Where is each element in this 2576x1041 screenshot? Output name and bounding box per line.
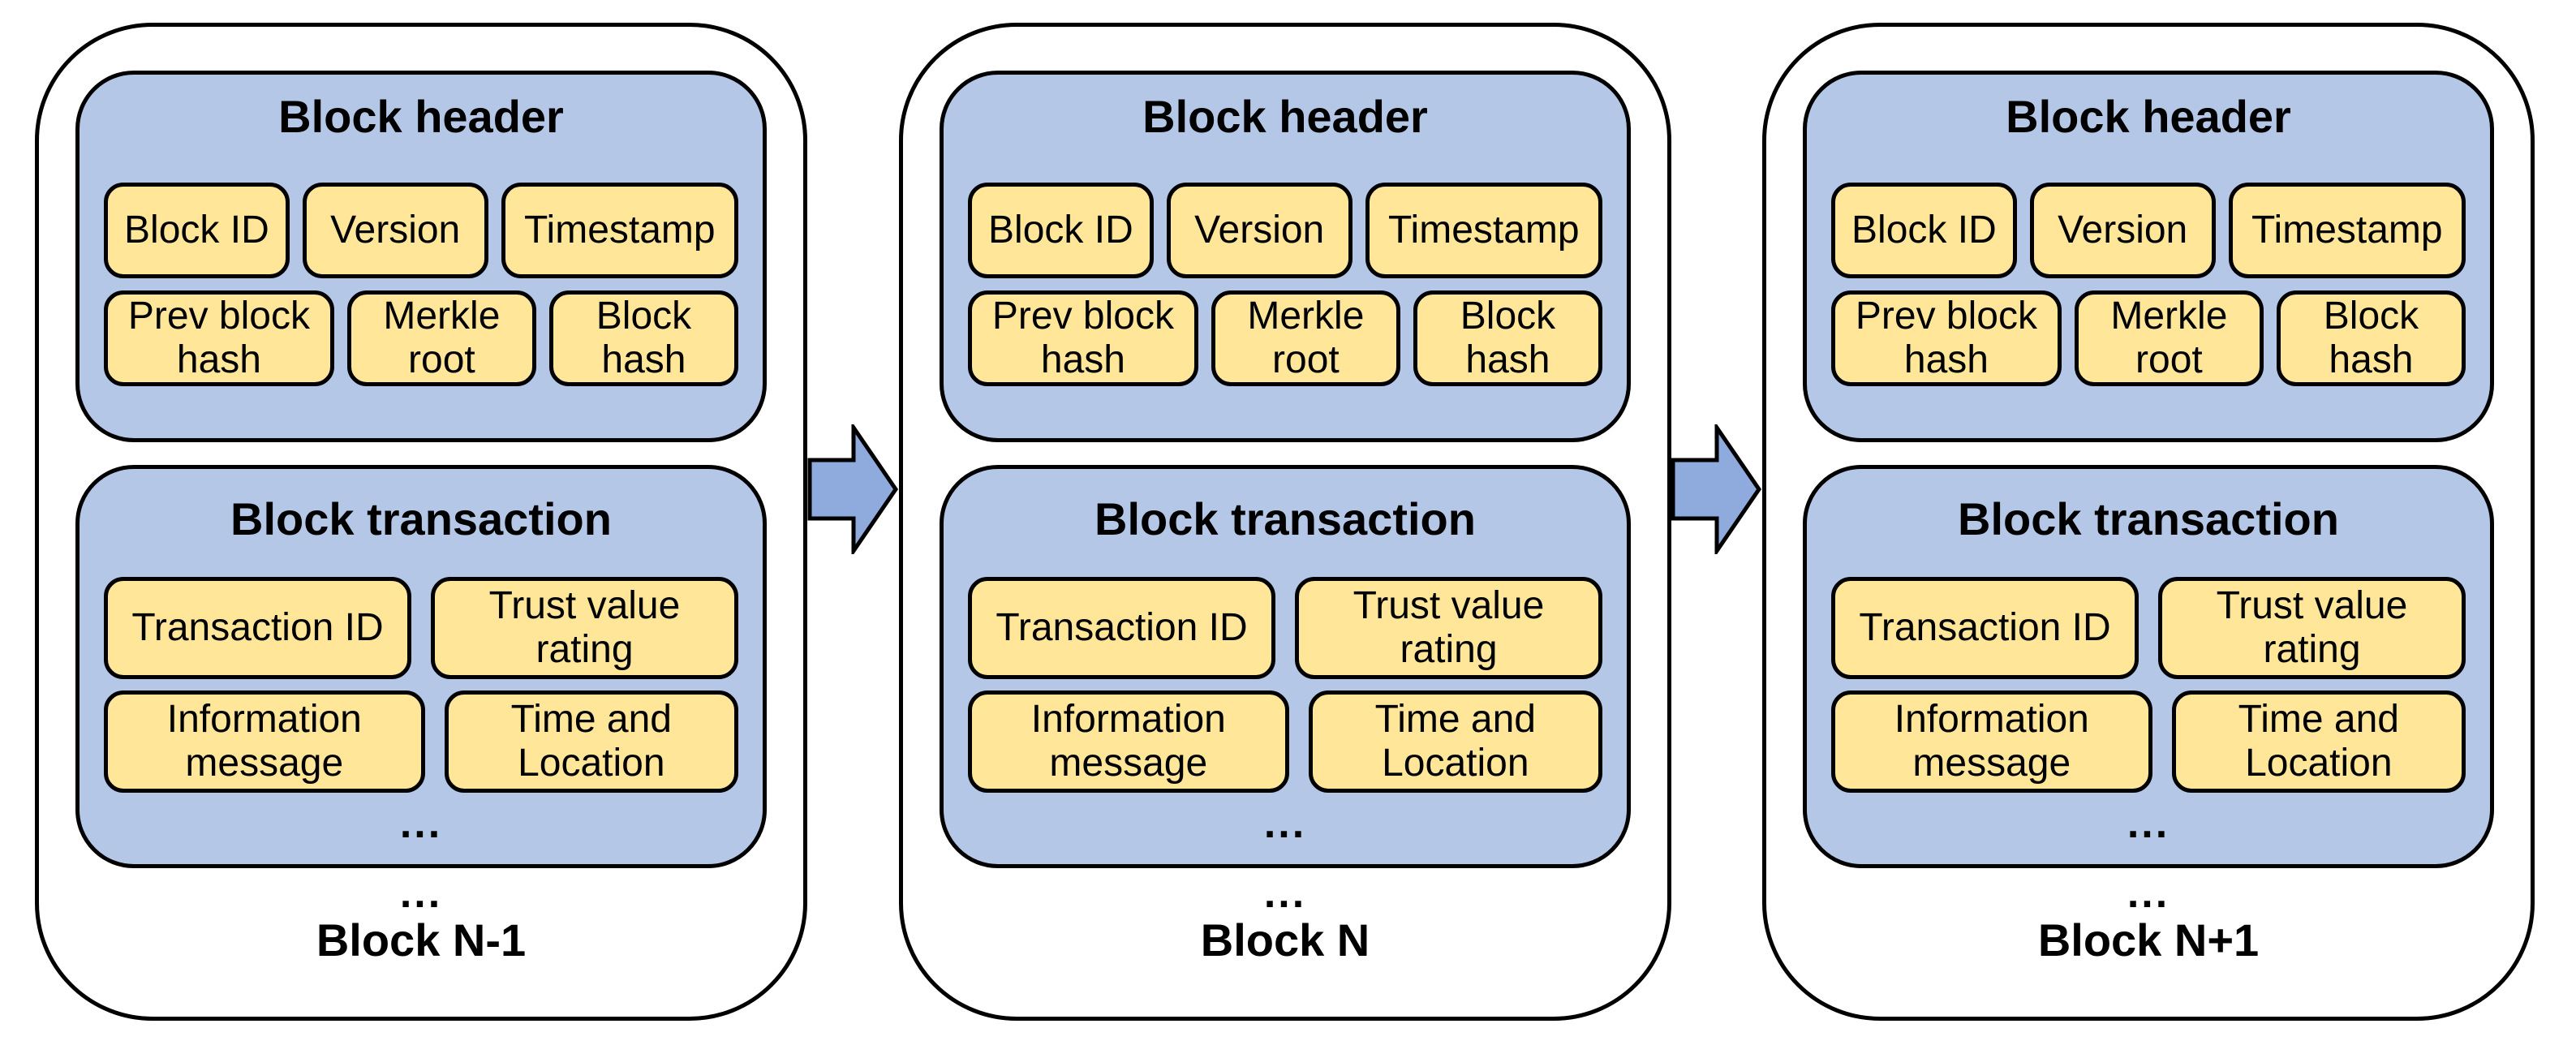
header-row-1: Block ID Version Timestamp <box>104 183 738 278</box>
block-card-n-minus-1: Block header Block ID Version Timestamp … <box>35 23 807 1021</box>
field-trust-value-rating: Trust value rating <box>1295 577 1602 679</box>
field-block-hash: Block hash <box>2276 290 2466 386</box>
field-merkle-root: Merkle root <box>2074 290 2264 386</box>
right-block-arrow-icon <box>1671 424 1762 554</box>
block-card-n-plus-1: Block header Block ID Version Timestamp … <box>1762 23 2535 1021</box>
block-header-title: Block header <box>2006 91 2291 142</box>
field-block-id: Block ID <box>968 183 1154 278</box>
block-header-panel: Block header Block ID Version Timestamp … <box>1803 71 2494 442</box>
transaction-row-1: Transaction ID Trust value rating <box>968 577 1602 679</box>
transaction-row-2: Information message Time and Location <box>1831 690 2466 793</box>
field-trust-value-rating: Trust value rating <box>2158 577 2466 679</box>
field-transaction-id: Transaction ID <box>1831 577 2139 679</box>
block-label: Block N+1 <box>2037 914 2260 966</box>
block-transaction-title: Block transaction <box>230 493 612 544</box>
field-block-id: Block ID <box>104 183 290 278</box>
transaction-ellipsis: ... <box>1263 800 1307 847</box>
block-card-n: Block header Block ID Version Timestamp … <box>899 23 1671 1021</box>
field-transaction-id: Transaction ID <box>968 577 1275 679</box>
block-transaction-title: Block transaction <box>1958 493 2339 544</box>
field-timestamp: Timestamp <box>2228 183 2466 278</box>
block-header-title: Block header <box>1142 91 1428 142</box>
field-time-and-location: Time and Location <box>444 690 738 793</box>
header-row-1: Block ID Version Timestamp <box>1831 183 2466 278</box>
header-row-2: Prev block hash Merkle root Block hash <box>968 290 1602 386</box>
block-transaction-panel: Block transaction Transaction ID Trust v… <box>940 465 1631 868</box>
block-label: Block N-1 <box>316 914 527 966</box>
block-transaction-panel: Block transaction Transaction ID Trust v… <box>75 465 767 868</box>
transaction-row-1: Transaction ID Trust value rating <box>1831 577 2466 679</box>
field-prev-block-hash: Prev block hash <box>104 290 334 386</box>
block-transaction-title: Block transaction <box>1094 493 1476 544</box>
field-merkle-root: Merkle root <box>346 290 536 386</box>
transaction-ellipsis: ... <box>2127 800 2170 847</box>
field-time-and-location: Time and Location <box>1308 690 1602 793</box>
field-merkle-root: Merkle root <box>1211 290 1400 386</box>
field-block-hash: Block hash <box>1413 290 1602 386</box>
field-version: Version <box>302 183 488 278</box>
block-header-panel: Block header Block ID Version Timestamp … <box>940 71 1631 442</box>
field-version: Version <box>2029 183 2216 278</box>
field-transaction-id: Transaction ID <box>104 577 411 679</box>
field-version: Version <box>1166 183 1353 278</box>
field-information-message: Information message <box>968 690 1289 793</box>
block-ellipsis: ... <box>399 870 443 917</box>
block-transaction-panel: Block transaction Transaction ID Trust v… <box>1803 465 2494 868</box>
field-information-message: Information message <box>1831 690 2152 793</box>
field-block-hash: Block hash <box>548 290 738 386</box>
block-label: Block N <box>1200 914 1370 966</box>
right-block-arrow-icon <box>807 424 899 554</box>
field-information-message: Information message <box>104 690 425 793</box>
field-block-id: Block ID <box>1831 183 2017 278</box>
header-row-2: Prev block hash Merkle root Block hash <box>104 290 738 386</box>
transaction-row-2: Information message Time and Location <box>968 690 1602 793</box>
block-header-title: Block header <box>278 91 564 142</box>
field-trust-value-rating: Trust value rating <box>431 577 738 679</box>
header-row-1: Block ID Version Timestamp <box>968 183 1602 278</box>
field-prev-block-hash: Prev block hash <box>1831 290 2062 386</box>
block-ellipsis: ... <box>1263 870 1307 917</box>
block-header-panel: Block header Block ID Version Timestamp … <box>75 71 767 442</box>
transaction-row-1: Transaction ID Trust value rating <box>104 577 738 679</box>
transaction-row-2: Information message Time and Location <box>104 690 738 793</box>
field-timestamp: Timestamp <box>1365 183 1602 278</box>
block-ellipsis: ... <box>2127 870 2170 917</box>
header-row-2: Prev block hash Merkle root Block hash <box>1831 290 2466 386</box>
field-prev-block-hash: Prev block hash <box>968 290 1198 386</box>
transaction-ellipsis: ... <box>399 800 443 847</box>
field-time-and-location: Time and Location <box>2171 690 2466 793</box>
field-timestamp: Timestamp <box>501 183 738 278</box>
